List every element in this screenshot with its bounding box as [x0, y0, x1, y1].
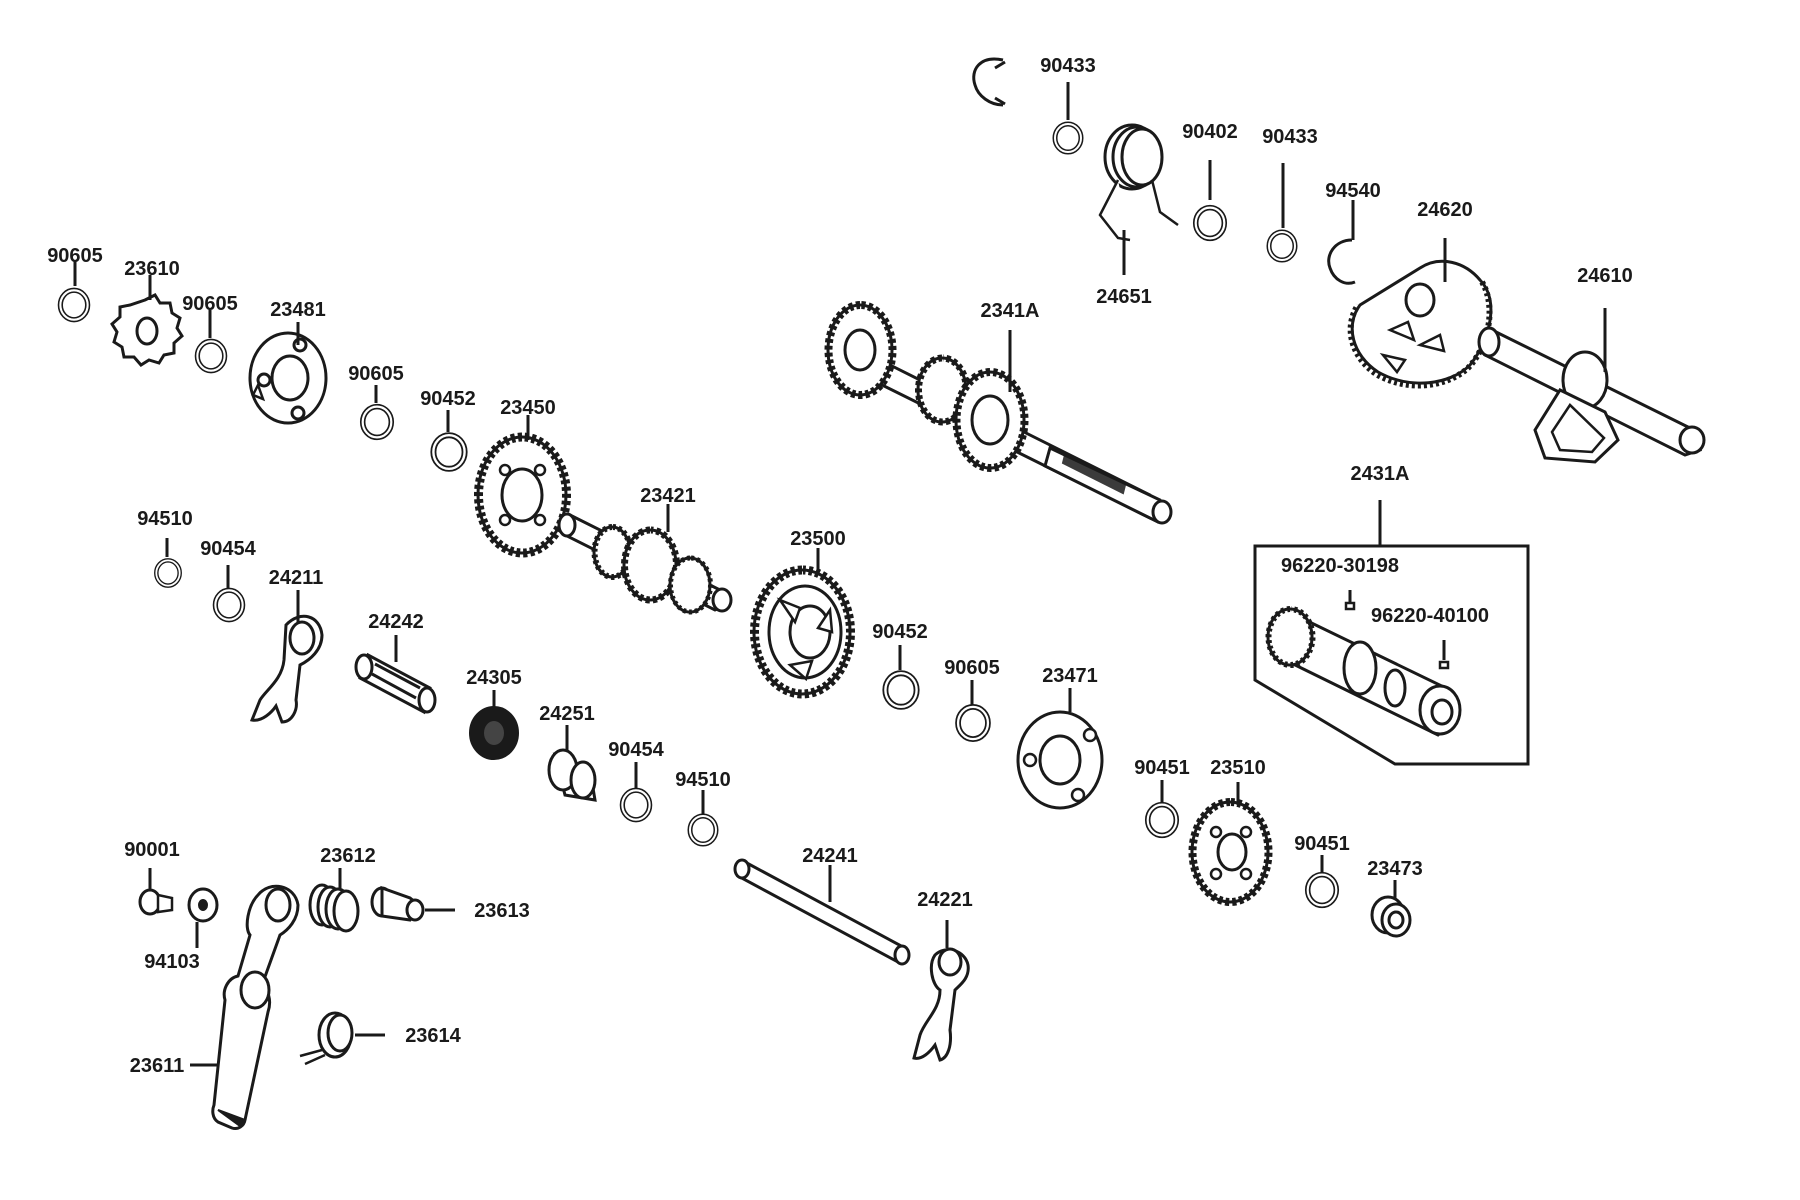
label-23510: 23510 [1210, 757, 1266, 779]
bolt-90001 [138, 888, 174, 916]
kick-lever-23611 [211, 884, 300, 1130]
label-90605-b: 90605 [182, 293, 238, 315]
label-90433-b: 90433 [1262, 126, 1318, 148]
washer-90433-b [1269, 232, 1295, 260]
countershaft-23421 [557, 512, 733, 615]
label-23613: 23613 [474, 900, 530, 922]
label-24651: 24651 [1096, 286, 1152, 308]
label-24610: 24610 [1577, 265, 1633, 287]
pin-23613 [370, 885, 425, 922]
label-90605-a: 90605 [47, 245, 103, 267]
washer-90451-b [1308, 875, 1337, 906]
needle-bearing-24305 [469, 706, 519, 760]
washer-90433-top [1055, 124, 1081, 152]
circlip-90605-a [60, 290, 87, 319]
shift-drum-plate-23481 [248, 331, 328, 425]
washer-90452-a [433, 435, 464, 469]
label-23471: 23471 [1042, 665, 1098, 687]
label-90451-b: 90451 [1294, 833, 1350, 855]
label-94103: 94103 [144, 951, 200, 973]
label-24251: 24251 [539, 703, 595, 725]
label-24221: 24221 [917, 889, 973, 911]
label-2341A: 2341A [981, 300, 1040, 322]
label-90001: 90001 [124, 839, 180, 861]
washer-90454-a [215, 590, 242, 619]
label-24242: 24242 [368, 611, 424, 633]
label-24211: 24211 [269, 567, 324, 589]
collar-24251 [547, 748, 597, 802]
label-23450: 23450 [500, 397, 556, 419]
circlip-90605-b [197, 341, 224, 370]
label-23421: 23421 [640, 485, 696, 507]
washer-90402 [1196, 208, 1225, 239]
label-94540: 94540 [1325, 180, 1381, 202]
main-shaft-2341A [824, 301, 1173, 525]
label-90402: 90402 [1182, 121, 1238, 143]
label-94510-a: 94510 [137, 508, 193, 530]
washer-90454-b [622, 790, 649, 819]
label-24620: 24620 [1417, 199, 1473, 221]
shift-drum-box-2431A [1253, 500, 1530, 766]
label-90605-d: 90605 [944, 657, 1000, 679]
circlip-90605-c [363, 407, 392, 438]
label-90451-a: 90451 [1134, 757, 1190, 779]
label-23500: 23500 [790, 528, 846, 550]
label-23614: 23614 [405, 1025, 461, 1047]
kick-shaft-24610 [1477, 326, 1706, 464]
drum-plate-23471 [1016, 710, 1104, 810]
shift-fork-24211 [249, 614, 324, 724]
label-90454-b: 90454 [608, 739, 664, 761]
washer-94103 [187, 887, 219, 923]
star-plate-23610 [110, 293, 184, 367]
spring-23612 [308, 883, 360, 933]
label-90605-c: 90605 [348, 363, 404, 385]
label-96220-30198: 96220-30198 [1281, 555, 1399, 577]
label-23481: 23481 [270, 299, 326, 321]
e-clip-90433-top [972, 57, 1006, 107]
fork-shaft-24241 [733, 858, 911, 966]
torsion-spring-24651 [1098, 123, 1179, 242]
needle-roller-24242 [354, 652, 437, 715]
circlip-90605-d [958, 707, 988, 739]
gear-23450 [474, 432, 571, 558]
label-23473: 23473 [1367, 858, 1423, 880]
washer-90451-a [1148, 805, 1177, 836]
label-94510-b: 94510 [675, 769, 731, 791]
label-90452-b: 90452 [872, 621, 928, 643]
spring-23614 [299, 1011, 354, 1066]
label-90433-a: 90433 [1040, 55, 1096, 77]
washer-90452-b [885, 673, 916, 707]
kick-gear-segment-24620 [1347, 259, 1493, 389]
clip-94510-b [690, 816, 716, 844]
bushing-23473 [1370, 895, 1412, 938]
label-23612: 23612 [320, 845, 376, 867]
label-23610: 23610 [124, 258, 180, 280]
label-23611: 23611 [130, 1055, 185, 1077]
label-90454-a: 90454 [200, 538, 256, 560]
part-labels: 90433 90402 90433 94540 24620 24610 2465… [47, 55, 1633, 1077]
gear-23500 [750, 565, 855, 699]
label-24305: 24305 [466, 667, 522, 689]
e-clip-94540 [1327, 238, 1356, 285]
label-24241: 24241 [802, 845, 858, 867]
shift-fork-24221 [912, 947, 970, 1062]
clip-94510-a [156, 560, 179, 585]
gear-23510 [1188, 798, 1273, 906]
label-90452-a: 90452 [420, 388, 476, 410]
label-2431A: 2431A [1351, 463, 1410, 485]
label-96220-40100: 96220-40100 [1371, 605, 1489, 627]
